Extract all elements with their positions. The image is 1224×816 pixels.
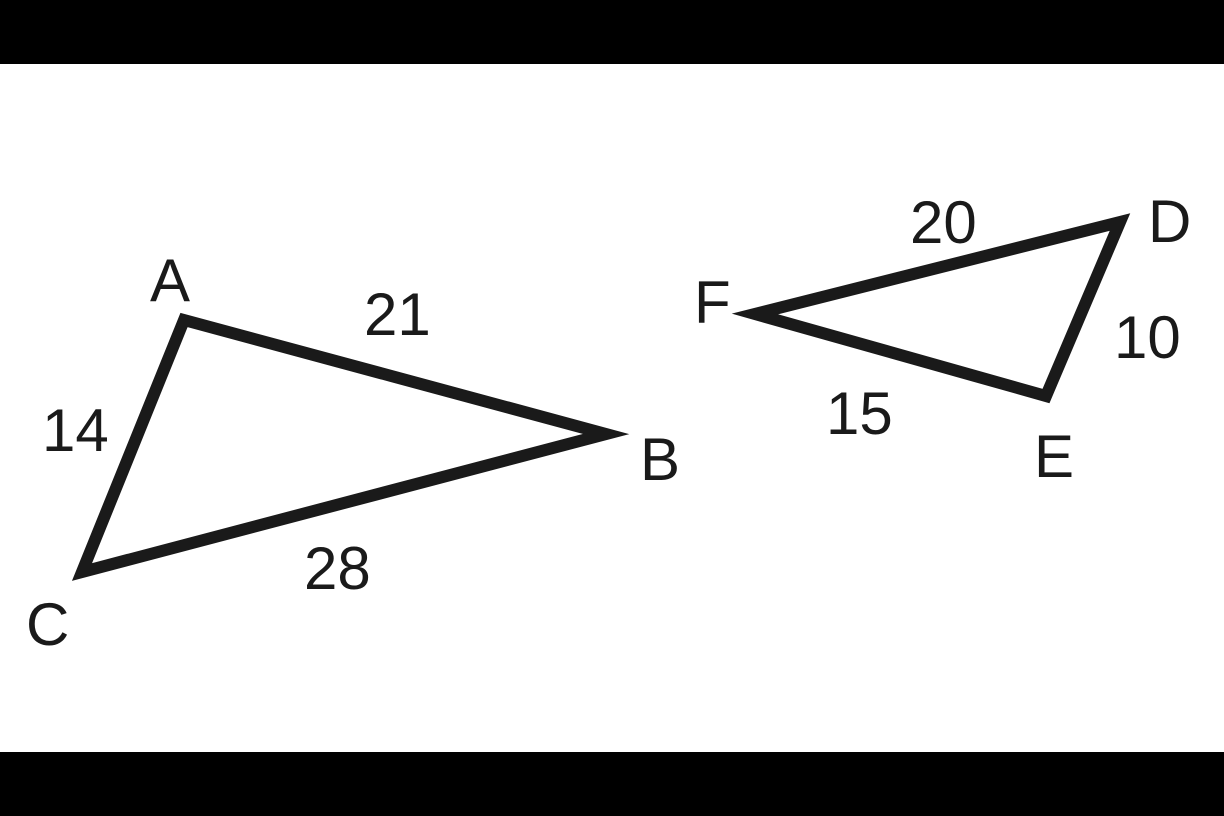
vertex-label-f: F <box>694 269 731 336</box>
triangle-abc <box>71 312 630 581</box>
triangle-def <box>731 213 1131 404</box>
vertex-label-b: B <box>640 426 680 493</box>
diagram-canvas: A B C 21 14 28 D E F 20 10 15 <box>0 64 1224 752</box>
side-length-de: 10 <box>1114 304 1181 371</box>
triangles-diagram: A B C 21 14 28 D E F 20 10 15 <box>26 188 1191 658</box>
side-length-fe: 15 <box>826 380 893 447</box>
side-length-fd: 20 <box>910 189 977 256</box>
vertex-label-a: A <box>150 247 190 314</box>
vertex-label-d: D <box>1148 188 1191 255</box>
side-length-bc: 28 <box>304 535 371 602</box>
letterbox-bottom <box>0 752 1224 816</box>
side-length-ab: 21 <box>364 281 431 348</box>
letterbox-top <box>0 0 1224 64</box>
vertex-label-e: E <box>1034 423 1074 490</box>
vertex-label-c: C <box>26 591 69 658</box>
side-length-ac: 14 <box>42 397 109 464</box>
